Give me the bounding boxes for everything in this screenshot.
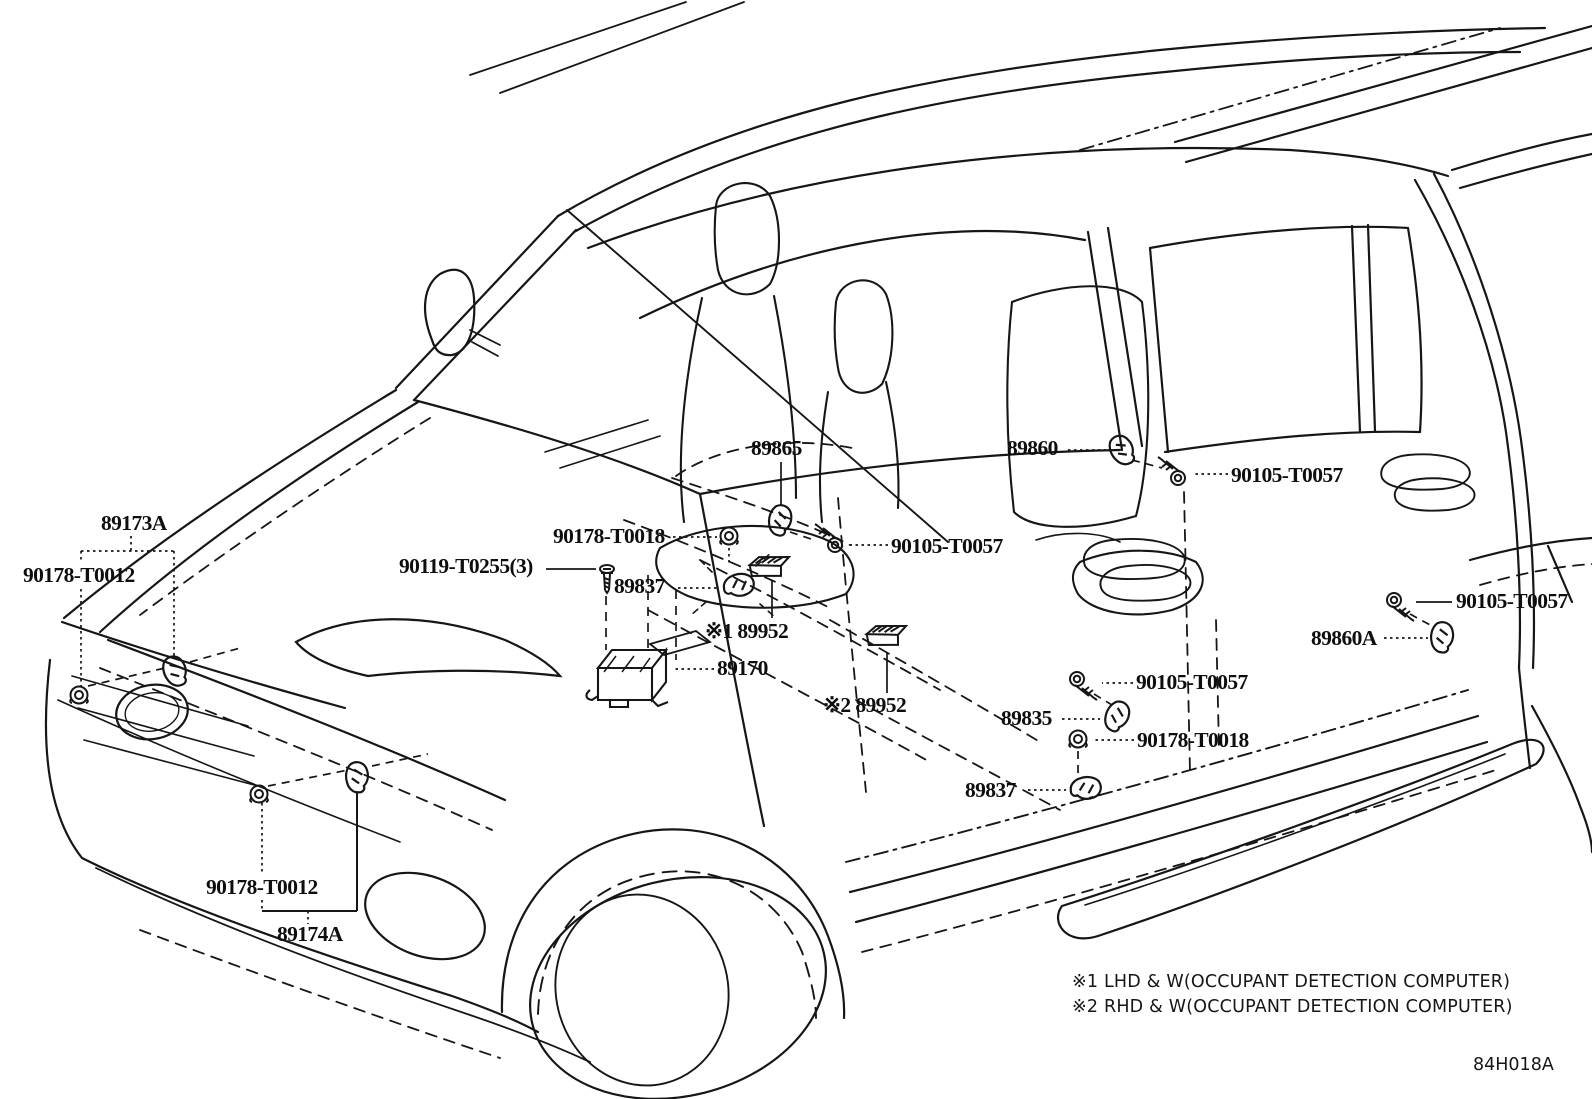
part-label-90178-t0012-left: 90178-T0012 — [23, 563, 135, 587]
part-label-89952-lhd: ※1 89952 — [705, 619, 789, 643]
part-label-89865: 89865 — [751, 436, 802, 460]
part-label-90178-t0018-sill: 90178-T0018 — [1137, 728, 1249, 752]
computer-icon-89952-lhd — [747, 552, 792, 581]
sensor-icon-89835 — [1098, 696, 1136, 736]
part-label-89860: 89860 — [1007, 436, 1058, 460]
nut-icon-90178-t0018-sill — [1068, 729, 1088, 749]
computer-icon-89952-rhd — [864, 621, 909, 650]
screw-icon-90119-t0255 — [599, 564, 615, 594]
bolt-icon-90105-b — [1157, 456, 1186, 486]
leader-lines — [80, 449, 1452, 924]
sensor-icon-89837-sill — [1068, 774, 1103, 802]
part-label-90105-t0057-d: 90105-T0057 — [1136, 670, 1248, 694]
diagram-code: 84H018A — [1473, 1055, 1554, 1075]
nut-icon-90178-t0018 — [719, 526, 739, 546]
bolt-icon-90105-c — [1386, 592, 1415, 622]
sensor-icon-89860a — [1426, 618, 1458, 656]
part-label-89835: 89835 — [1001, 706, 1052, 730]
interior-seats — [623, 182, 1204, 811]
part-label-90178-t0018-floor: 90178-T0018 — [553, 524, 665, 548]
part-label-89952-rhd: ※2 89952 — [823, 693, 907, 717]
part-label-90119-t0255: 90119-T0255(3) — [399, 554, 533, 578]
sensor-icon-89174a — [342, 759, 371, 795]
part-label-89174a: 89174A — [277, 922, 343, 946]
footnote-lhd: ※1 LHD & W(OCCUPANT DETECTION COMPUTER) — [1072, 972, 1511, 992]
nut-icon-89173a — [69, 685, 89, 705]
ecu-icon-89170 — [585, 630, 712, 709]
sensor-icon-89837-floor — [722, 572, 755, 597]
part-label-90105-t0057-b: 90105-T0057 — [1231, 463, 1343, 487]
part-label-90178-t0012-front: 90178-T0012 — [206, 875, 318, 899]
truck-body — [44, 1, 1592, 1099]
part-icons — [69, 431, 1458, 804]
part-label-90105-t0057-c: 90105-T0057 — [1456, 589, 1568, 613]
bolt-icon-90105-d — [1069, 671, 1098, 701]
footnote-rhd: ※2 RHD & W(OCCUPANT DETECTION COMPUTER) — [1072, 997, 1513, 1017]
part-label-90105-t0057-a: 90105-T0057 — [891, 534, 1003, 558]
part-label-89860a: 89860A — [1311, 626, 1377, 650]
nut-icon-89174a — [249, 784, 269, 804]
part-label-89837-sill: 89837 — [965, 778, 1016, 802]
part-label-89173a: 89173A — [101, 511, 167, 535]
part-label-89837-floor: 89837 — [614, 574, 665, 598]
part-label-89170: 89170 — [717, 656, 768, 680]
